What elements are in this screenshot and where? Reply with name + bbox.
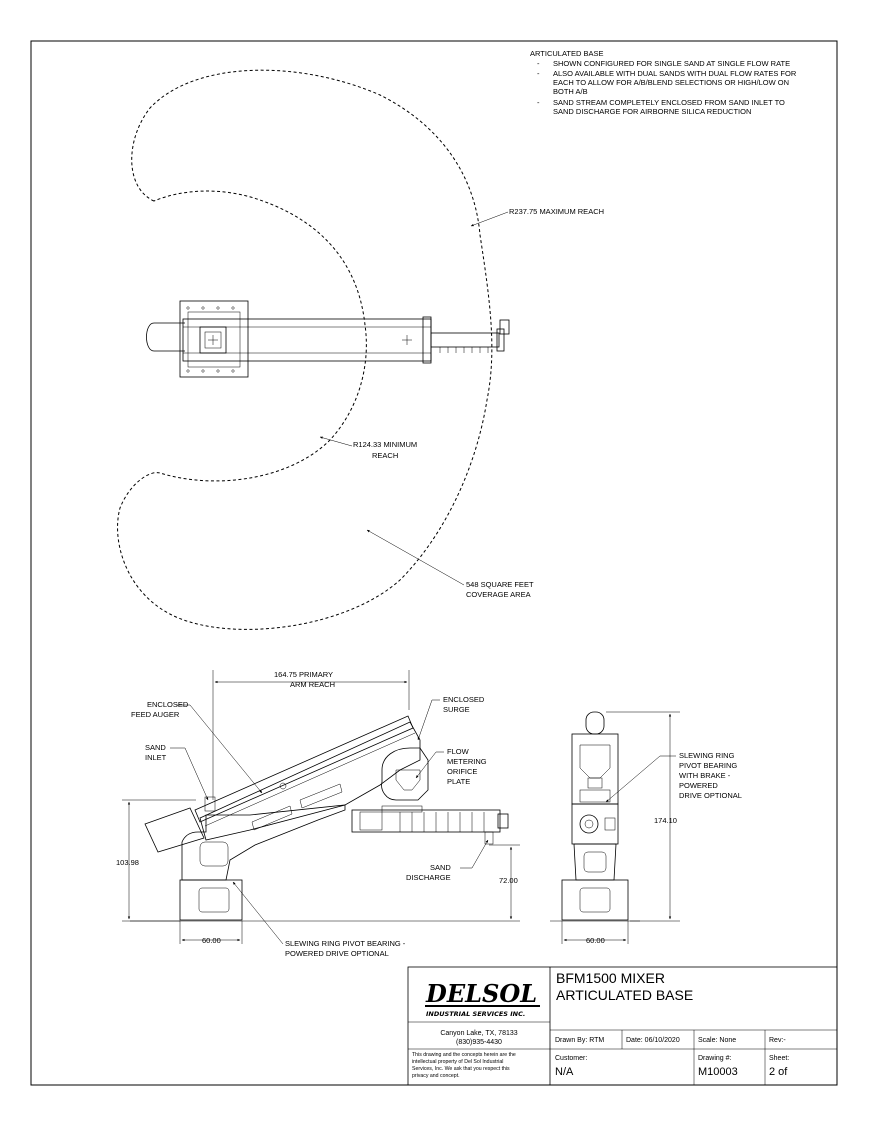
svg-text:BOTH A/B: BOTH A/B [553, 87, 588, 96]
discharge-mixer-side [351, 809, 501, 833]
svg-text:-: - [537, 69, 540, 78]
sheet-border [30, 40, 838, 1086]
sheet-value: 2 of [769, 1066, 788, 1078]
pivot-bearing-label: SLEWING RING PIVOT BEARING - [285, 939, 406, 948]
svg-text:METERING: METERING [447, 757, 487, 766]
sand-inlet-hopper [144, 807, 205, 853]
primary-arm-side [199, 721, 421, 841]
drawing-number: M10003 [698, 1066, 738, 1078]
left-height-label: 103.98 [116, 858, 139, 867]
drawn-by: Drawn By: RTM [555, 1037, 604, 1044]
drawing-title: BFM1500 MIXER [556, 970, 665, 986]
coverage-label: 548 SQUARE FEET [466, 580, 534, 589]
general-notes: ARTICULATED BASE - SHOWN CONFIGURED FOR … [530, 49, 797, 116]
svg-text:Services, Inc. We ask that you: Services, Inc. We ask that you respect t… [412, 1066, 510, 1072]
drawing-number-label: Drawing #: [698, 1055, 732, 1062]
slewing-ring-label: SLEWING RING [679, 751, 735, 760]
arm-reach-label: 164.75 PRIMARY [274, 670, 333, 679]
end-base-box [561, 879, 629, 921]
primary-arm-top [182, 318, 432, 362]
svg-text:WITH BRAKE -: WITH BRAKE - [679, 771, 731, 780]
svg-text:PIVOT BEARING: PIVOT BEARING [679, 761, 737, 770]
end-base-width-label: 60.00 [586, 936, 605, 945]
company-logo: DELSOL [425, 979, 537, 1008]
discharge-height-label: 72.00 [499, 876, 518, 885]
top-view: R237.75 MAXIMUM REACH R124.33 MINIMUM RE… [117, 69, 604, 630]
phone: (830)935-4430 [456, 1039, 502, 1046]
scale: Scale: None [698, 1037, 736, 1044]
side-base-width-label: 60.00 [202, 936, 221, 945]
surge-label: ENCLOSED [443, 695, 485, 704]
min-reach-label: R124.33 MINIMUM [353, 440, 417, 449]
svg-text:FEED AUGER: FEED AUGER [131, 710, 180, 719]
customer-value: N/A [555, 1066, 574, 1078]
svg-text:DRIVE OPTIONAL: DRIVE OPTIONAL [679, 791, 742, 800]
svg-text:PLATE: PLATE [447, 777, 470, 786]
svg-text:SURGE: SURGE [443, 705, 470, 714]
svg-text:REACH: REACH [372, 451, 398, 460]
end-view: SLEWING RING PIVOT BEARING WITH BRAKE - … [550, 711, 742, 945]
title-block: DELSOL INDUSTRIAL SERVICES INC. Canyon L… [407, 966, 838, 1086]
coverage-envelope [117, 69, 493, 630]
pedestal-frame [181, 804, 346, 881]
customer-label: Customer: [555, 1055, 587, 1062]
address-line-1: Canyon Lake, TX, 78133 [440, 1030, 517, 1037]
side-view: 164.75 PRIMARY ARM REACH ENCLOSED FEED A… [116, 670, 520, 958]
drawing-subtitle: ARTICULATED BASE [556, 987, 693, 1003]
company-subtitle: INDUSTRIAL SERVICES INC. [426, 1010, 525, 1018]
svg-text:INLET: INLET [145, 753, 167, 762]
sand-discharge-label: SAND [430, 863, 451, 872]
sheet-label: Sheet: [769, 1055, 789, 1062]
svg-text:intellectual property of Del S: intellectual property of Del Sol Industr… [412, 1059, 503, 1065]
revision: Rev:- [769, 1037, 786, 1044]
svg-text:-: - [537, 98, 540, 107]
end-height-label: 174.10 [654, 816, 677, 825]
svg-text:ORIFICE: ORIFICE [447, 767, 477, 776]
date: Date: 06/10/2020 [626, 1037, 680, 1044]
note-2: ALSO AVAILABLE WITH DUAL SANDS WITH DUAL… [553, 69, 797, 78]
svg-text:EACH TO ALLOW FOR A/B/BLEND SE: EACH TO ALLOW FOR A/B/BLEND SELECTIONS O… [553, 78, 789, 87]
base-box-side [179, 879, 243, 921]
note-1: SHOWN CONFIGURED FOR SINGLE SAND AT SING… [553, 59, 790, 68]
end-upper-box [571, 733, 619, 805]
notes-heading: ARTICULATED BASE [530, 49, 604, 58]
svg-text:DISCHARGE: DISCHARGE [406, 873, 451, 882]
sand-inlet-label: SAND [145, 743, 166, 752]
disclaimer: This drawing and the concepts herein are… [412, 1052, 516, 1058]
svg-text:POWERED DRIVE OPTIONAL: POWERED DRIVE OPTIONAL [285, 949, 389, 958]
svg-text:privacy and concept.: privacy and concept. [412, 1073, 460, 1079]
svg-text:COVERAGE AREA: COVERAGE AREA [466, 590, 531, 599]
svg-text:-: - [537, 59, 540, 68]
feed-auger-tube [194, 715, 414, 823]
feed-auger-label: ENCLOSED [147, 700, 189, 709]
svg-text:POWERED: POWERED [679, 781, 718, 790]
surge-hopper [381, 747, 429, 801]
discharge-auger-top [430, 332, 500, 348]
note-3: SAND STREAM COMPLETELY ENCLOSED FROM SAN… [553, 98, 785, 107]
base-plate-top [179, 300, 249, 378]
max-reach-label: R237.75 MAXIMUM REACH [509, 207, 604, 216]
flow-metering-label: FLOW [447, 747, 470, 756]
svg-text:SAND DISCHARGE FOR AIRBORNE SI: SAND DISCHARGE FOR AIRBORNE SILICA REDUC… [553, 107, 751, 116]
svg-text:ARM REACH: ARM REACH [290, 680, 335, 689]
end-mid-box [571, 803, 619, 845]
